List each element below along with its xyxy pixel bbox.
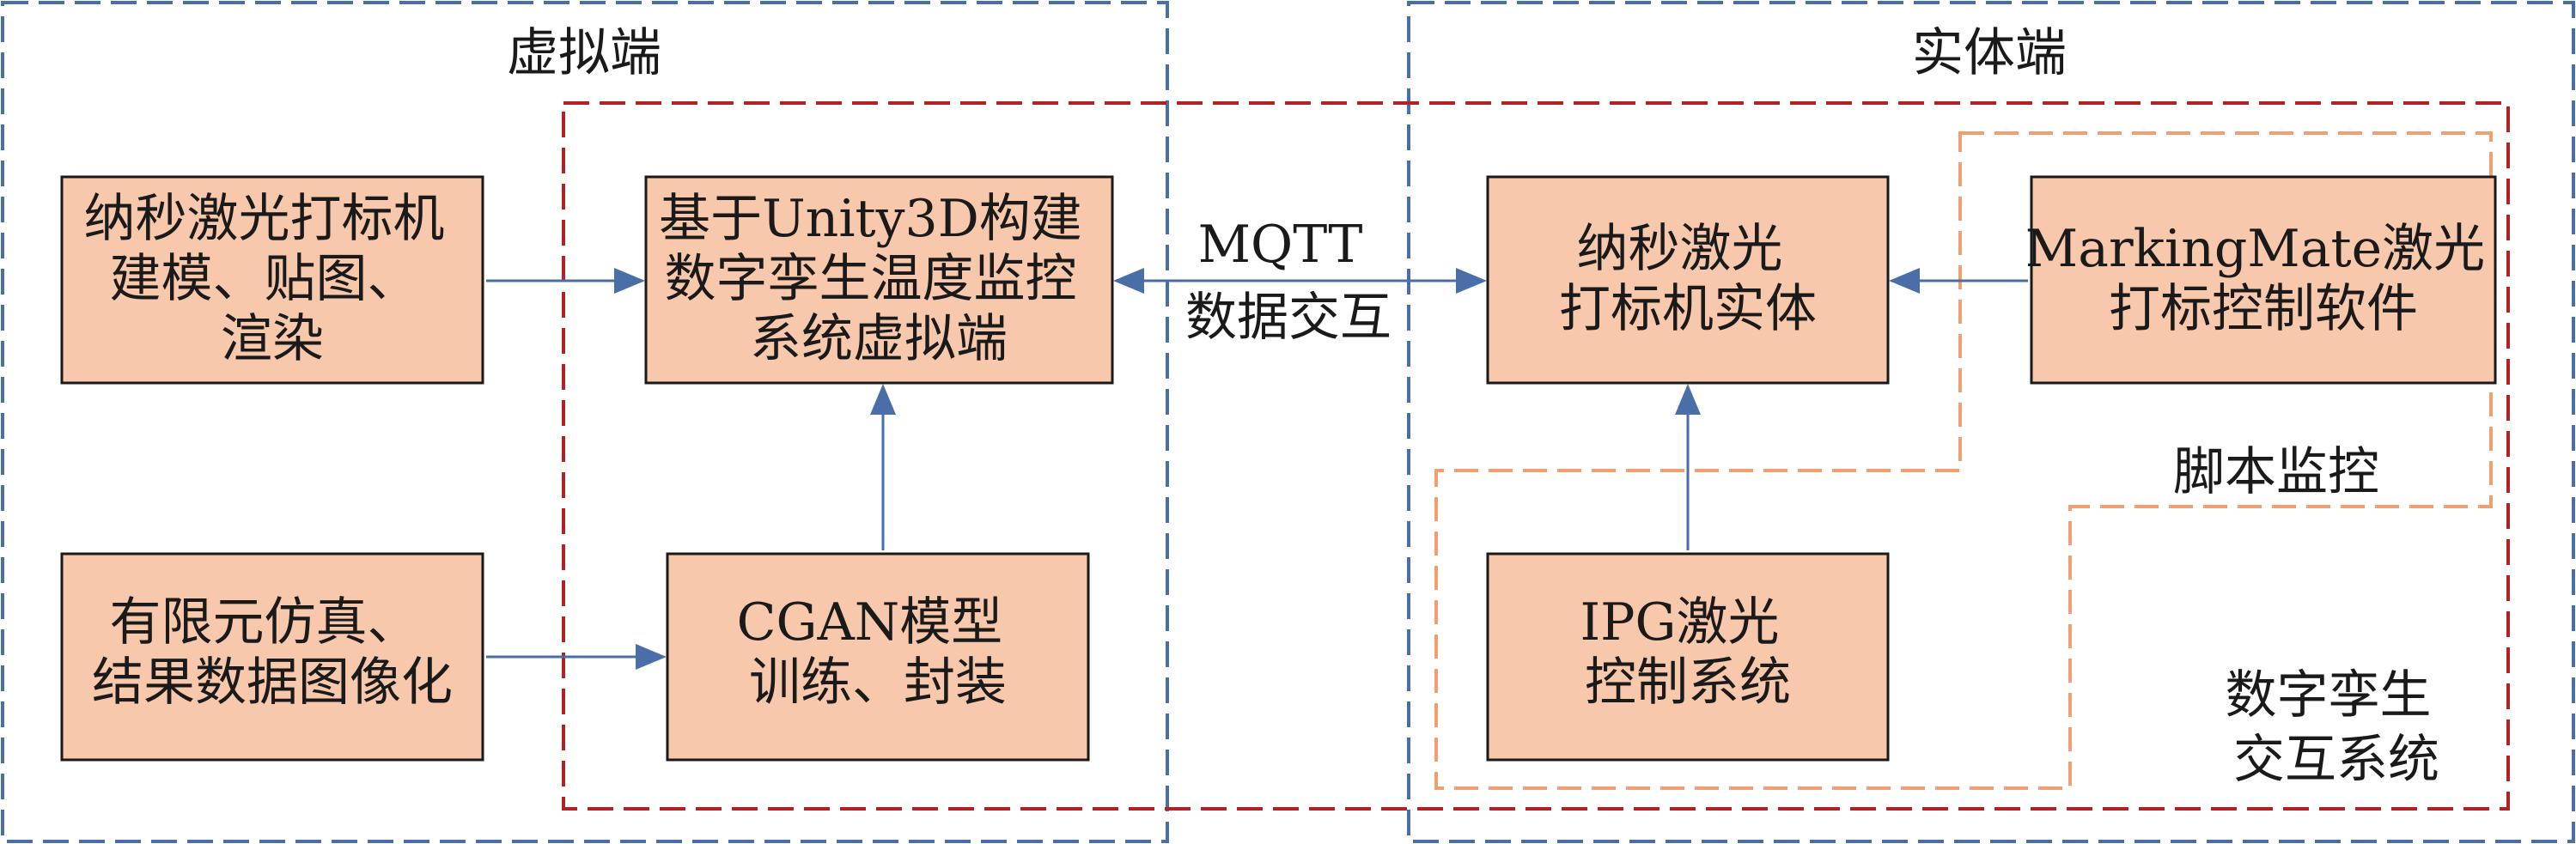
script-monitor-label: 脚本监控: [2173, 442, 2379, 502]
markingmate-box: MarkingMate激光 打标控制软件: [2025, 175, 2501, 385]
system-label-line-2: 交互系统: [2233, 730, 2439, 790]
mqtt-label: MQTT 数据交互: [1185, 215, 1392, 348]
ipg-box: IPG激光 控制系统: [1486, 552, 1890, 762]
unity-virtual-box: 基于Unity3D构建 数字孪生温度监控 系统虚拟端: [644, 175, 1114, 385]
svg-text:CGAN模型 训练、封装: CGAN模型 训练、封装: [737, 592, 1020, 713]
modeling-box: 纳秒激光打标机 建模、贴图、 渲染: [60, 175, 484, 385]
svg-text:有限元仿真、 结果数据图像化: 有限元仿真、 结果数据图像化: [92, 592, 453, 713]
laser-entity-box: 纳秒激光 打标机实体: [1486, 175, 1890, 385]
svg-text:MarkingMate激光 打标控制软件: MarkingMate激光 打标控制软件: [2025, 219, 2501, 339]
virtual-side-region: [1, 1, 1169, 843]
digital-twin-system-region: [562, 101, 2510, 811]
digital-twin-system-label: 数字孪生 交互系统: [2225, 665, 2447, 790]
svg-text:纳秒激光 打标机实体: 纳秒激光 打标机实体: [1559, 219, 1817, 339]
system-label-line-1: 数字孪生: [2225, 665, 2431, 726]
fea-box: 有限元仿真、 结果数据图像化: [60, 552, 484, 762]
svg-text:基于Unity3D构建 数字孪生温度监控: 基于Unity3D构建 数字孪生温度监控 系统虚拟端: [659, 189, 1099, 369]
svg-text:IPG激光 控制系统: IPG激光 控制系统: [1580, 592, 1795, 713]
cgan-box: CGAN模型 训练、封装: [666, 552, 1090, 762]
physical-side-label: 实体端: [1912, 23, 2067, 83]
physical-side-region: [1407, 1, 2575, 843]
svg-text:纳秒激光打标机 建模、贴图、 渲染: 纳秒激光打标机 建模、贴图、 渲染: [83, 189, 460, 369]
virtual-side-label: 虚拟端: [507, 23, 661, 83]
